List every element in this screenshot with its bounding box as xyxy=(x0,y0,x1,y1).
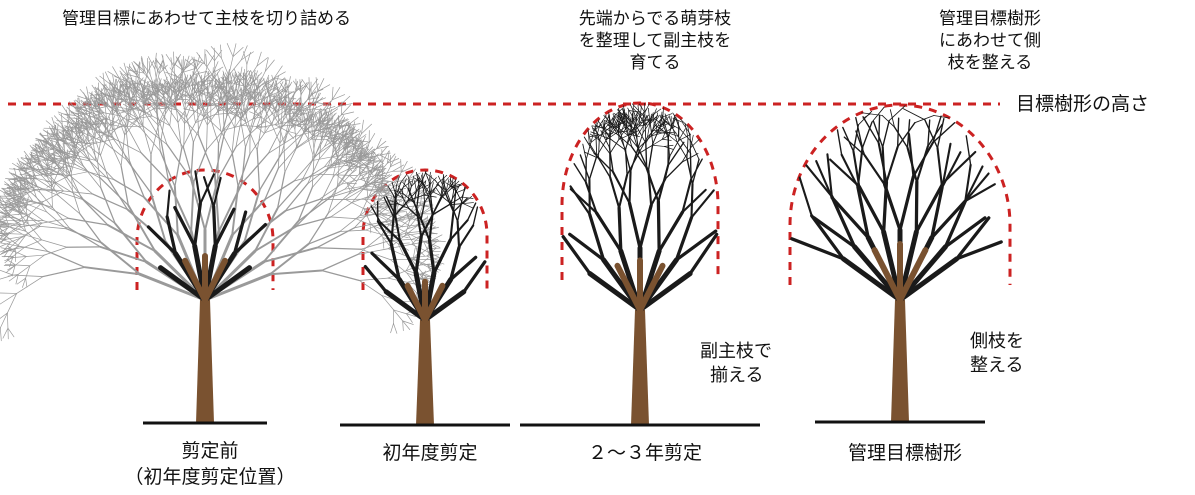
annotation-line: 管理目標樹形 xyxy=(939,9,1041,29)
tree-target-form xyxy=(790,105,1003,422)
caption-before-pruning: 剪定前 （初年度剪定位置） xyxy=(90,438,330,490)
crown-branches xyxy=(790,105,1003,303)
main-limb xyxy=(897,247,929,303)
canopy-guide xyxy=(560,101,720,280)
caption-first-year: 初年度剪定 xyxy=(382,442,478,464)
tree-first-year xyxy=(363,171,487,425)
annotation-line: 副主枝で xyxy=(700,341,772,362)
canopy-guide xyxy=(788,103,1012,285)
caption-two-three-years: ２～３年剪定 xyxy=(587,442,702,464)
annotation-side-branches: 管理目標樹形 にあわせて側 枝を整える xyxy=(900,8,1080,74)
annotation-arrange-side-branches: 側枝を 整える xyxy=(970,330,1024,378)
annotation-sprout-branches: 先端からでる萌芽枝 を整理して副主枝を 育てる xyxy=(555,8,755,74)
annotation-align-sub-branches: 副主枝で 揃える xyxy=(700,340,772,388)
annotation-line: 育てる xyxy=(629,53,681,73)
main-limb xyxy=(202,257,228,303)
trunk xyxy=(891,300,909,422)
main-limb xyxy=(182,257,208,303)
trunk xyxy=(416,320,434,425)
caption-line: （初年度剪定位置） xyxy=(124,466,296,488)
caption-target-form: 管理目標樹形 xyxy=(847,442,962,464)
crown-branches xyxy=(561,102,719,313)
annotation-line: 整える xyxy=(970,355,1024,376)
annotation-line: 揃える xyxy=(710,365,764,386)
trunk xyxy=(196,300,214,423)
main-limb xyxy=(404,282,428,323)
tree-before-pruning xyxy=(0,43,446,423)
main-limb xyxy=(871,247,903,303)
trunk xyxy=(631,310,649,425)
annotation-line: 枝を整える xyxy=(947,53,1033,73)
tree-two-three-years xyxy=(561,102,719,425)
pruned-branches xyxy=(0,43,446,342)
crown-branches xyxy=(363,171,487,323)
target-height-label: 目標樹形の高さ xyxy=(1016,93,1150,115)
main-limb xyxy=(614,262,643,313)
annotation-line: にあわせて側 xyxy=(939,31,1041,51)
caption-line: 剪定前 xyxy=(181,440,239,462)
annotation-trim-main-branches: 管理目標にあわせて主枝を切り詰める xyxy=(62,9,351,29)
annotation-line: を整理して副主枝を xyxy=(578,31,732,51)
annotation-line: 先端からでる萌芽枝 xyxy=(578,9,732,29)
annotation-line: 側枝を xyxy=(970,331,1024,352)
canopy-guide xyxy=(135,168,275,290)
main-limb xyxy=(637,262,666,313)
